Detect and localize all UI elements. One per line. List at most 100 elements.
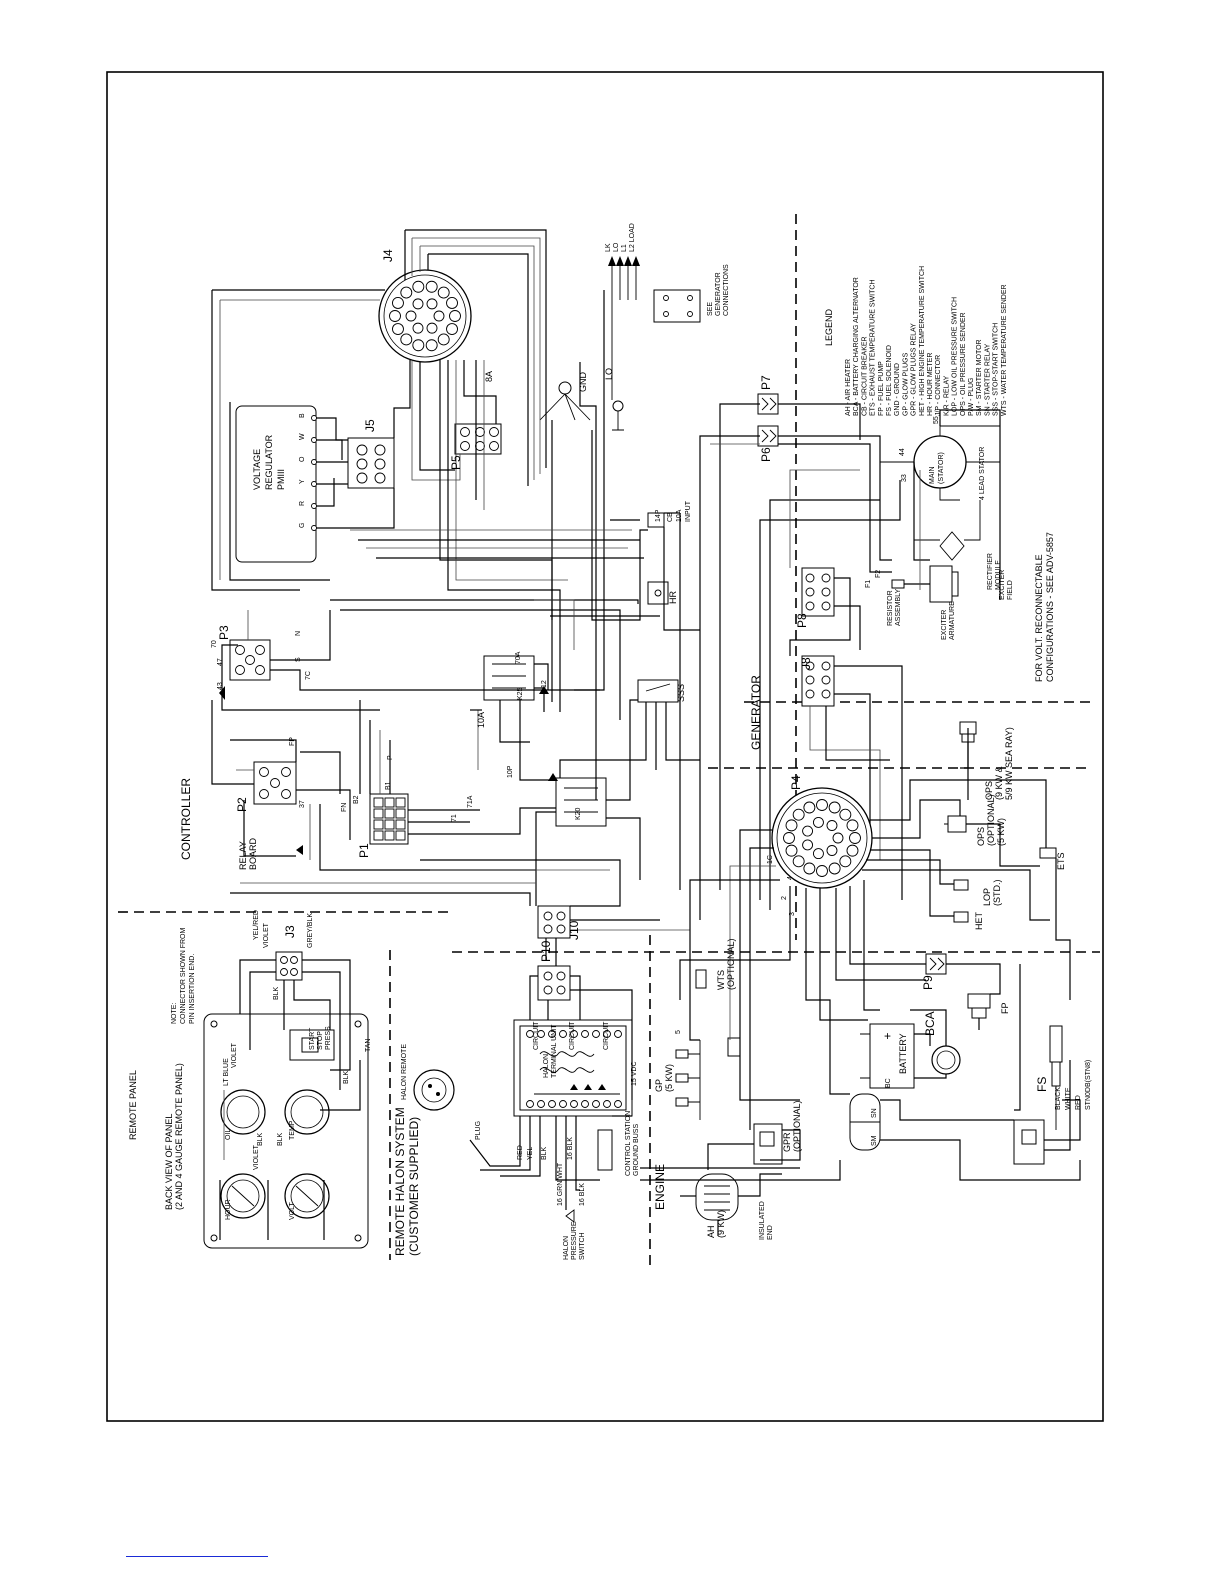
component-label: 15 VDC (631, 1061, 638, 1086)
lead-label: RED (517, 1145, 524, 1160)
main-stator (880, 425, 1000, 501)
connector-label-p7: P7 (759, 375, 773, 390)
component-label: SEE (707, 302, 714, 316)
p4-pin (792, 808, 805, 821)
wire-number: 70A (515, 651, 522, 664)
halon-terminal (559, 1030, 567, 1038)
lead-label: VIOLET (263, 922, 270, 948)
lead-label: VIOLET (253, 1144, 260, 1170)
lead-label: CIRCUIT (533, 1021, 540, 1050)
p1-pin (384, 819, 395, 830)
component-label: INPUT (685, 500, 692, 522)
wire-number: F2 (875, 570, 882, 578)
component-label: (OPTIONAL) (792, 1100, 802, 1152)
p4-pin (783, 832, 795, 844)
component-label: INSULATED (759, 1201, 766, 1240)
component-label: CB (667, 512, 674, 522)
component-label: 10A (676, 509, 683, 522)
wire-number: 55 (933, 416, 940, 424)
lead-label: HOUR (225, 1199, 232, 1220)
component-label: GP (654, 1079, 664, 1092)
component-label: AH (706, 1225, 716, 1238)
connector-label-p2: P2 (235, 797, 249, 812)
legend-item: WTS - WATER TEMPERATURE SENDER (1001, 284, 1008, 416)
p4-pin (828, 862, 841, 875)
wire-number: 5 (675, 1030, 682, 1034)
p4-pin (812, 848, 824, 860)
wire-number: 37 (299, 800, 306, 808)
j4-pin (400, 286, 413, 299)
wts-sender (695, 969, 707, 989)
p4-pin (839, 808, 852, 821)
j4-pin (449, 310, 461, 322)
component-label: (9 KW) (716, 1210, 726, 1238)
component-label: CONFIGURATIONS - SEE ADV-5857 (1045, 532, 1055, 682)
j4-pin (446, 323, 458, 335)
component-label: HALON (543, 1054, 550, 1078)
legend-item: HR - HOUR METER (927, 353, 934, 416)
legend-item: K/R - RELAY (943, 375, 950, 416)
component-label: PMIII (276, 469, 286, 490)
halon-terminal (614, 1100, 622, 1108)
legend-item: SN - STARTER RELAY (984, 343, 991, 416)
lead-label: BLK (343, 1070, 350, 1084)
component-label: MODULE (995, 560, 1002, 590)
connector-label-p6: P6 (759, 447, 773, 462)
component-label: HALON (563, 1236, 570, 1260)
component-label: PRESS (325, 1026, 332, 1050)
lead-label: L1 (621, 244, 628, 252)
p1-pin (373, 808, 384, 819)
starter-motor (849, 1093, 881, 1151)
component-label: START (309, 1027, 316, 1050)
lead-label: YEL (527, 1147, 534, 1160)
component-label: GPR (782, 1132, 792, 1152)
j4-pin (433, 310, 445, 322)
j4-pin (426, 298, 438, 310)
lead-label: LT BLUE (223, 1058, 230, 1086)
generator-connections-box (653, 289, 701, 323)
halon-terminal (603, 1030, 611, 1038)
wire-number: 44 (899, 448, 906, 456)
j4-pin (437, 286, 450, 299)
p1-pin (384, 808, 395, 819)
connector-label-j3: J3 (283, 925, 297, 938)
lead-label: O (299, 456, 306, 462)
rectifier-module (914, 500, 981, 561)
halon-terminal (526, 1100, 534, 1108)
legend-item: HET - HIGH ENGINE TEMPERATURE SWITCH (919, 266, 926, 416)
component-label: EXCITER (941, 610, 948, 640)
j4-pin (412, 298, 424, 310)
lead-label: 16 BLK (567, 1137, 574, 1160)
wire-number: 71A (467, 795, 474, 808)
component-label: REGULATOR (264, 434, 274, 490)
component-label: WHITE (1065, 1087, 1072, 1110)
wire-number: 2 (781, 896, 788, 900)
p1-pin (373, 797, 384, 808)
connector-p6 (757, 425, 779, 447)
component-label: HET (974, 911, 984, 930)
component-label: (STD.) (992, 880, 1002, 907)
lead-label: CIRCUIT (603, 1021, 610, 1050)
section-controller: CONTROLLER (179, 778, 193, 860)
exciter-field (929, 565, 959, 603)
j4-pin (437, 333, 450, 346)
j4-pin (389, 310, 401, 322)
lead-label: VIOLET (231, 1042, 238, 1068)
lead-label: BLK (273, 986, 280, 1000)
connector-j4 (378, 269, 472, 363)
component-label: CONNECTIONS (723, 264, 730, 316)
legend-item: GND - GROUND (894, 363, 901, 416)
p1-pin (373, 830, 384, 841)
engine-wiring (640, 728, 1081, 1236)
glow-plugs (675, 1040, 701, 1120)
j4-pin (412, 339, 425, 352)
component-label: SM (871, 1135, 878, 1146)
p4-pin (802, 825, 814, 837)
component-label: TERMINAL UNIT (551, 1024, 558, 1078)
lead-label: 16 BLK (579, 1183, 586, 1206)
starter-relay (1013, 1119, 1045, 1165)
drawing-frame (106, 71, 1104, 1422)
component-label: 8A (484, 371, 494, 382)
connector-p7 (757, 393, 779, 415)
